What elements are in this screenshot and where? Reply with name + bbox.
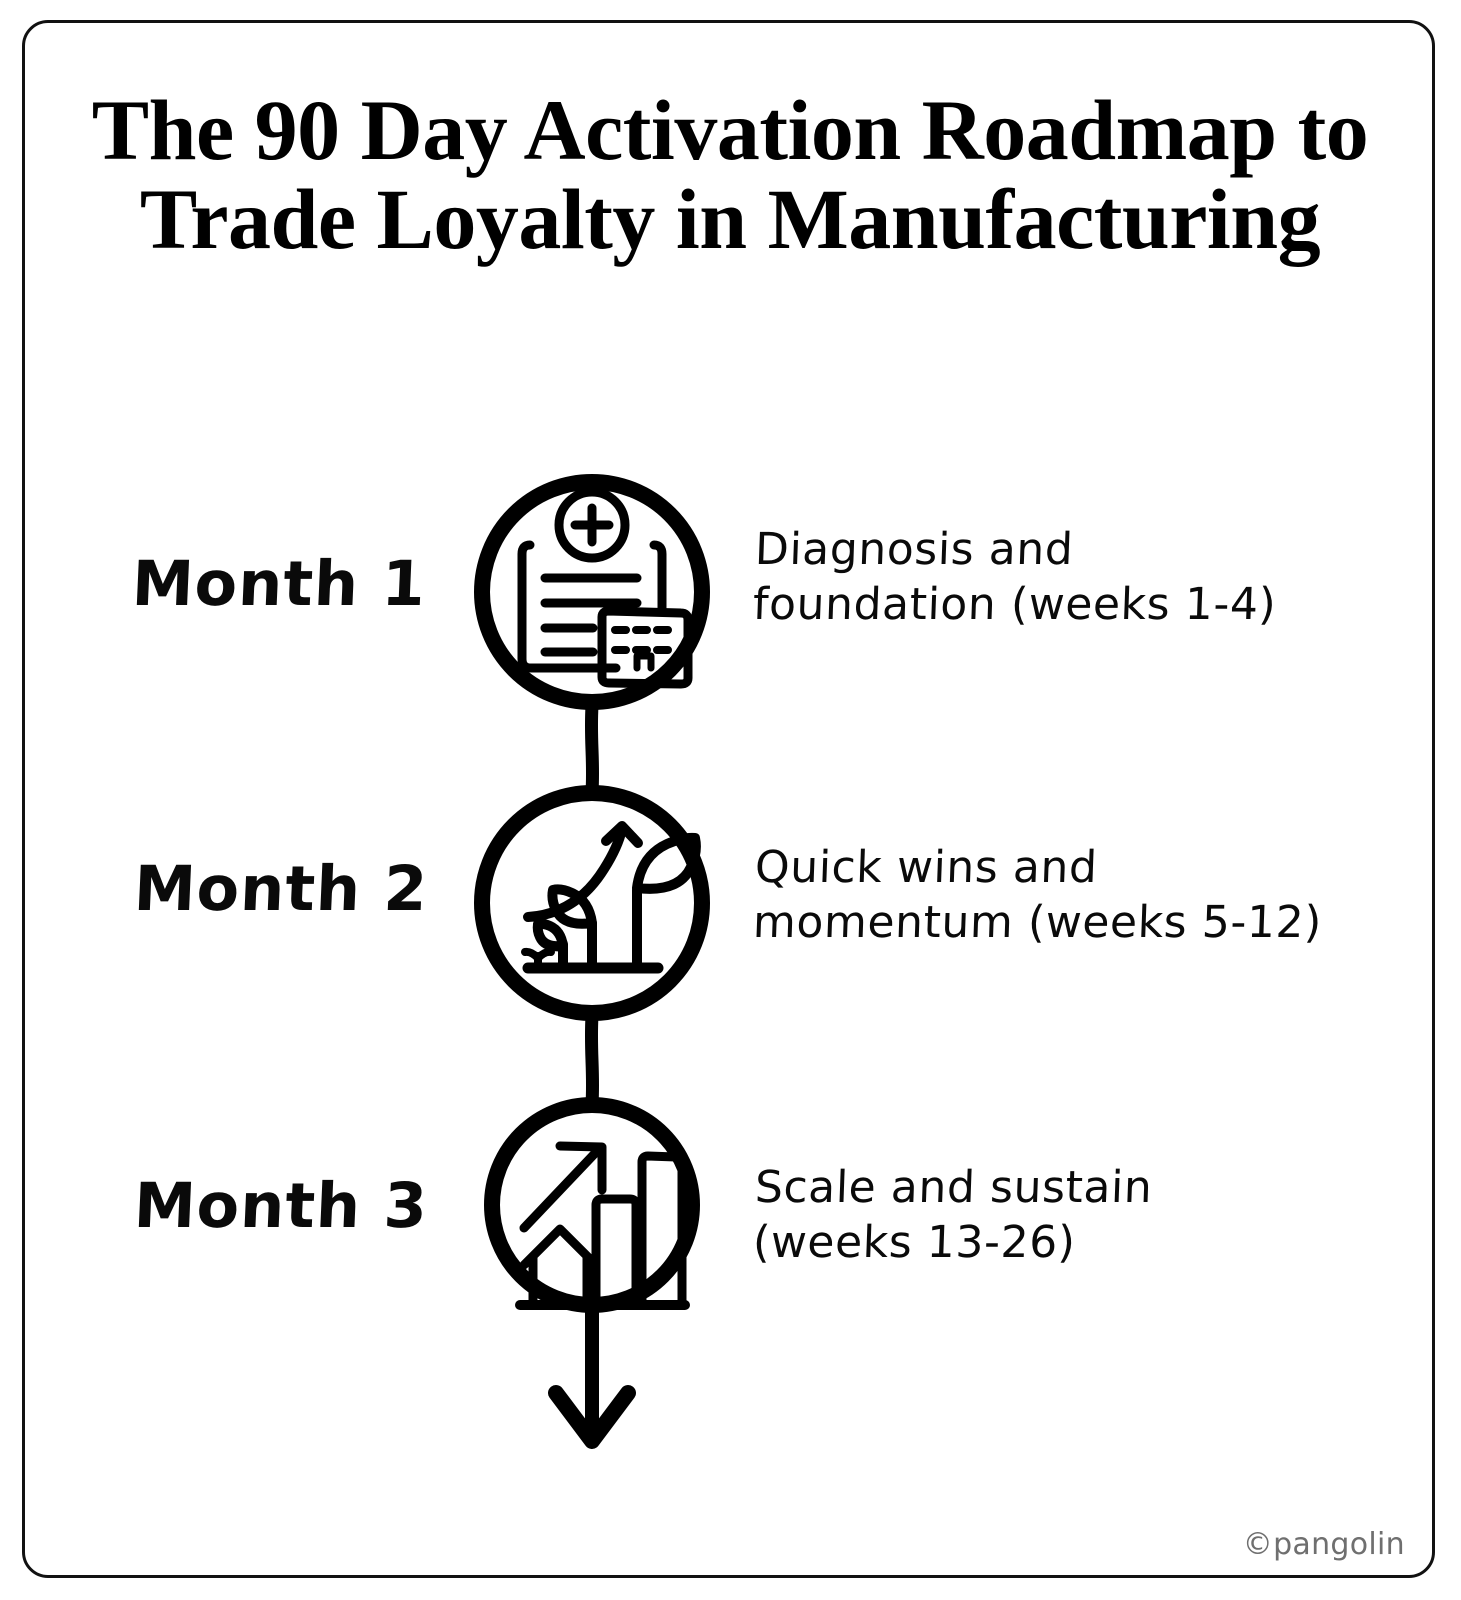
plant-growth-arrow-icon (521, 821, 701, 974)
step-description-2-line-2: momentum (weeks 5-12) (752, 897, 1323, 949)
title-line-1: The 90 Day Activation Roadmap to (91, 82, 1369, 178)
bar-chart-growth-icon (515, 1141, 690, 1310)
down-arrow-icon (548, 1298, 636, 1449)
connector-line-2-3 (584, 1009, 600, 1111)
step-description-1-line-1: Diagnosis and (754, 524, 1075, 575)
step-description-3-line-2: (weeks 13-26) (752, 1217, 1077, 1269)
title-line-2: Trade Loyalty in Manufacturing (139, 171, 1321, 268)
node-circle-2 (474, 785, 710, 1021)
page-title: The 90 Day Activation Roadmap to Trade L… (70, 82, 1390, 268)
step-description-1-line-2: foundation (weeks 1-4) (752, 579, 1278, 631)
month-label-3: Month 3 (132, 1169, 430, 1242)
connector-line-1-2 (584, 699, 600, 799)
timeline-node-2[interactable] (474, 785, 710, 1021)
timeline-node-1[interactable] (474, 474, 710, 710)
month-label-1: Month 1 (130, 547, 428, 620)
document-plus-building-icon (517, 487, 693, 689)
watermark: ©pangolin (1242, 1527, 1405, 1562)
step-description-1: Diagnosis and foundation (weeks 1-4) (752, 522, 1279, 633)
step-description-3: Scale and sustain (weeks 13-26) (752, 1160, 1153, 1271)
step-description-3-line-1: Scale and sustain (754, 1162, 1154, 1213)
step-description-2: Quick wins and momentum (weeks 5-12) (752, 840, 1325, 951)
month-label-2: Month 2 (132, 852, 430, 925)
step-description-2-line-1: Quick wins and (754, 842, 1099, 893)
timeline-node-3[interactable] (484, 1097, 700, 1313)
